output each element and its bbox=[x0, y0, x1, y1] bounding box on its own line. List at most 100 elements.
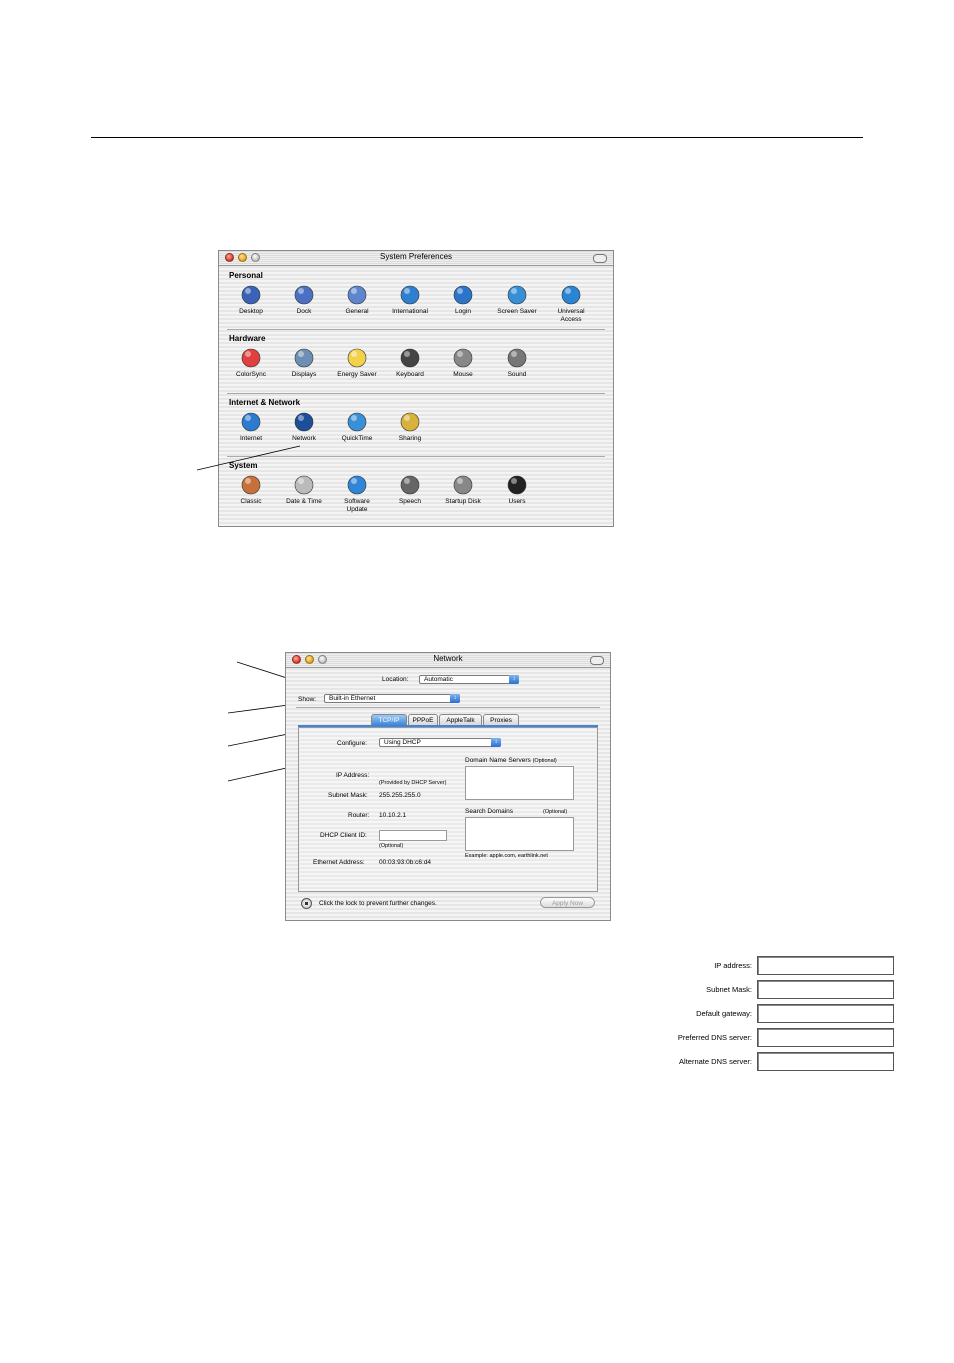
pref-item-label: Sound bbox=[507, 371, 527, 378]
pref-item-sharing[interactable]: Sharing bbox=[382, 411, 438, 443]
toolbar-toggle-button[interactable] bbox=[593, 254, 607, 263]
energy-saver-icon bbox=[346, 347, 368, 369]
international-icon bbox=[399, 284, 421, 306]
title-bar[interactable]: System Preferences bbox=[219, 251, 613, 266]
section-heading: Internet & Network bbox=[229, 398, 301, 407]
displays-icon bbox=[293, 347, 315, 369]
close-button[interactable] bbox=[292, 655, 301, 664]
router-label: Router: bbox=[348, 812, 370, 819]
pref-item-international[interactable]: International bbox=[382, 284, 438, 316]
subnet-mask-value: 255.255.255.0 bbox=[379, 792, 421, 799]
search-domains-optional: (Optional) bbox=[543, 809, 568, 815]
speech-icon bbox=[399, 474, 421, 496]
pref-item-screen-saver[interactable]: Screen Saver bbox=[489, 284, 545, 316]
pref-item-date-time[interactable]: Date & Time bbox=[276, 474, 332, 506]
pref-item-quicktime[interactable]: QuickTime bbox=[329, 411, 385, 443]
mouse-icon bbox=[452, 347, 474, 369]
tab-pppoe[interactable]: PPPoE bbox=[408, 714, 438, 725]
default-gateway-input[interactable] bbox=[757, 1004, 894, 1023]
search-domains-field[interactable] bbox=[465, 817, 574, 851]
tab-bar: TCP/IP PPPoE AppleTalk Proxies bbox=[371, 714, 531, 726]
date-time-icon bbox=[293, 474, 315, 496]
pref-item-colorsync[interactable]: ColorSync bbox=[223, 347, 279, 379]
pref-item-label: Startup Disk bbox=[445, 498, 481, 505]
ip-address-form-label: IP address: bbox=[714, 961, 752, 970]
pref-item-speech[interactable]: Speech bbox=[382, 474, 438, 506]
pref-item-displays[interactable]: Displays bbox=[276, 347, 332, 379]
close-button[interactable] bbox=[225, 253, 234, 262]
pref-item-network[interactable]: Network bbox=[276, 411, 332, 443]
zoom-button[interactable] bbox=[251, 253, 260, 262]
pref-item-label: Universal Access bbox=[557, 308, 585, 323]
title-bar[interactable]: Network bbox=[286, 653, 610, 668]
pref-item-classic[interactable]: Classic bbox=[223, 474, 279, 506]
location-label: Location: bbox=[382, 676, 409, 683]
zoom-button[interactable] bbox=[318, 655, 327, 664]
sharing-icon bbox=[399, 411, 421, 433]
page-divider bbox=[91, 137, 863, 138]
pref-item-software-update[interactable]: Software Update bbox=[329, 474, 385, 514]
pref-item-general[interactable]: General bbox=[329, 284, 385, 316]
location-popup[interactable]: Automatic ↕ bbox=[419, 675, 519, 684]
colorsync-icon bbox=[240, 347, 262, 369]
ip-address-label: IP Address: bbox=[336, 772, 370, 779]
dhcp-client-id-note: (Optional) bbox=[379, 843, 404, 849]
pref-item-startup-disk[interactable]: Startup Disk bbox=[435, 474, 491, 506]
subnet-mask-input[interactable] bbox=[757, 980, 894, 999]
tab-tcpip[interactable]: TCP/IP bbox=[371, 714, 407, 725]
popup-arrows-icon: ↕ bbox=[450, 694, 460, 703]
dhcp-client-id-field[interactable] bbox=[379, 830, 447, 841]
minimize-button[interactable] bbox=[238, 253, 247, 262]
pref-item-label: Software Update bbox=[344, 498, 370, 513]
show-label: Show: bbox=[298, 696, 317, 703]
pref-item-universal-access[interactable]: Universal Access bbox=[543, 284, 599, 324]
universal-access-icon bbox=[560, 284, 582, 306]
pref-item-label: Login bbox=[455, 308, 471, 315]
dns-servers-field[interactable] bbox=[465, 766, 574, 800]
pref-item-label: Classic bbox=[240, 498, 262, 505]
tab-appletalk[interactable]: AppleTalk bbox=[439, 714, 482, 725]
preferred-dns-input[interactable] bbox=[757, 1028, 894, 1047]
separator bbox=[296, 707, 600, 708]
show-value: Built-in Ethernet bbox=[329, 695, 376, 702]
pref-item-energy-saver[interactable]: Energy Saver bbox=[329, 347, 385, 379]
pref-item-desktop[interactable]: Desktop bbox=[223, 284, 279, 316]
show-popup[interactable]: Built-in Ethernet ↕ bbox=[324, 694, 460, 703]
quicktime-icon bbox=[346, 411, 368, 433]
pref-item-mouse[interactable]: Mouse bbox=[435, 347, 491, 379]
pref-item-users[interactable]: Users bbox=[489, 474, 545, 506]
login-icon bbox=[452, 284, 474, 306]
pref-item-keyboard[interactable]: Keyboard bbox=[382, 347, 438, 379]
tab-proxies[interactable]: Proxies bbox=[483, 714, 519, 725]
pref-item-dock[interactable]: Dock bbox=[276, 284, 332, 316]
pref-item-label: Sharing bbox=[398, 435, 422, 442]
keyboard-icon bbox=[399, 347, 421, 369]
pref-item-label: General bbox=[345, 308, 369, 315]
section-heading: Personal bbox=[229, 271, 263, 280]
pref-item-label: Internet bbox=[239, 435, 263, 442]
search-domains-label: Search Domains bbox=[465, 808, 514, 815]
subnet-mask-label: Subnet Mask: bbox=[328, 792, 368, 799]
ethernet-address-label: Ethernet Address: bbox=[313, 859, 365, 866]
classic-icon bbox=[240, 474, 262, 496]
ip-address-input[interactable] bbox=[757, 956, 894, 975]
software-update-icon bbox=[346, 474, 368, 496]
popup-arrows-icon: ↕ bbox=[509, 675, 519, 684]
pref-item-label: Energy Saver bbox=[337, 371, 377, 378]
pref-item-sound[interactable]: Sound bbox=[489, 347, 545, 379]
alternate-dns-input[interactable] bbox=[757, 1052, 894, 1071]
configure-popup[interactable]: Using DHCP ↕ bbox=[379, 738, 501, 747]
minimize-button[interactable] bbox=[305, 655, 314, 664]
window-title: Network bbox=[433, 654, 463, 663]
pref-item-label: Desktop bbox=[239, 308, 263, 315]
lock-icon[interactable] bbox=[301, 898, 312, 909]
pref-item-label: Speech bbox=[398, 498, 422, 505]
section-heading: System bbox=[229, 461, 258, 470]
pref-item-login[interactable]: Login bbox=[435, 284, 491, 316]
dhcp-client-id-label: DHCP Client ID: bbox=[320, 832, 367, 839]
pref-item-internet[interactable]: Internet bbox=[223, 411, 279, 443]
apply-now-button[interactable]: Apply Now bbox=[540, 897, 595, 908]
subnet-mask-form-label: Subnet Mask: bbox=[706, 985, 752, 994]
toolbar-toggle-button[interactable] bbox=[590, 656, 604, 665]
configure-value: Using DHCP bbox=[384, 739, 421, 746]
